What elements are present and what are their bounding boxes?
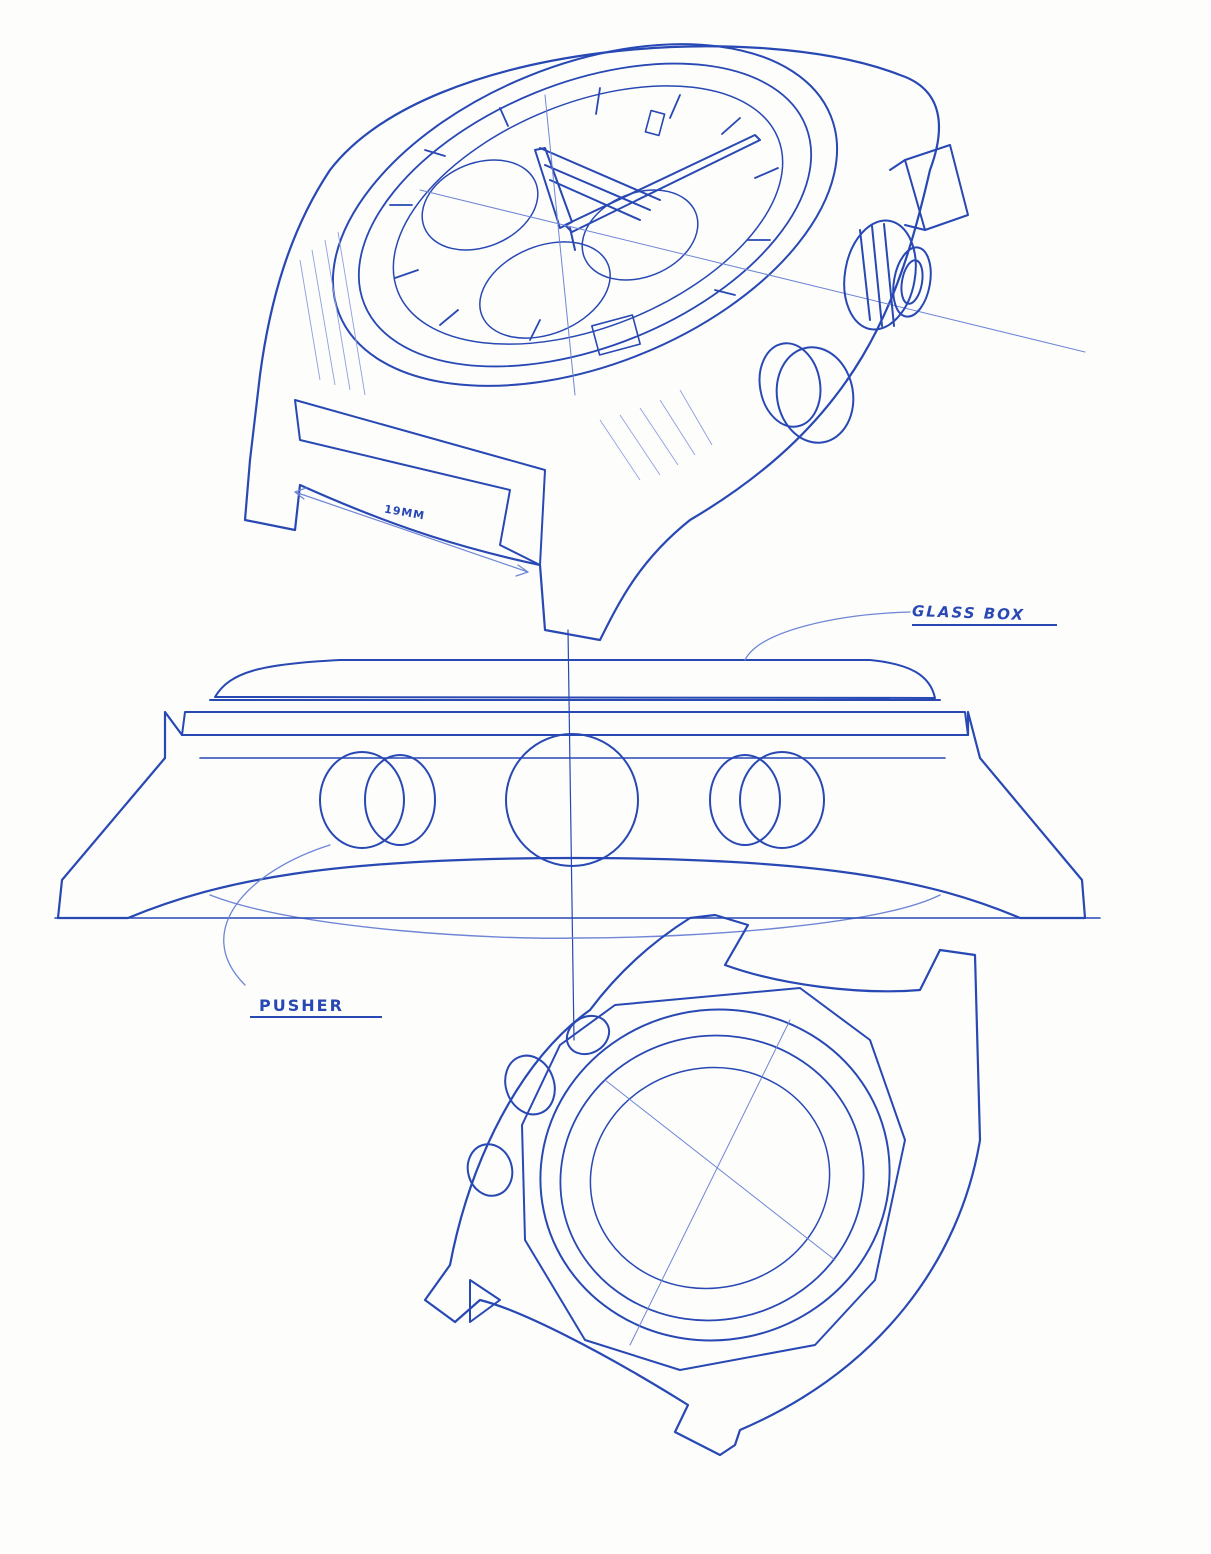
side-pusher-left (319, 751, 436, 849)
lug-width-dimension (294, 487, 529, 577)
subdial-bottom (479, 241, 611, 339)
glass-box-underline (912, 624, 1057, 626)
watch-caseback-view (423, 913, 982, 1457)
watch-perspective-view (243, 43, 1086, 642)
crown (843, 219, 932, 331)
glass-box-shape (214, 659, 936, 699)
side-crown (505, 733, 639, 867)
watch-side-view (54, 611, 1101, 986)
pusher-label: PUSHER (259, 996, 344, 1015)
caseback-pushers (466, 1014, 611, 1197)
twelve-index (644, 109, 666, 137)
glass-box-leader (744, 611, 911, 661)
construction-lines-top (419, 94, 1086, 396)
construction-lines-bottom (604, 1019, 836, 1346)
pusher-top (889, 144, 969, 231)
pusher-leader (223, 844, 331, 986)
pusher-underline (250, 1016, 382, 1018)
subdial-left (421, 159, 539, 251)
watch-hands (534, 134, 761, 251)
side-pusher-right (709, 751, 825, 849)
octagon-bezel (521, 987, 906, 1371)
hour-markers (389, 87, 779, 341)
center-axis (567, 629, 575, 1041)
date-window (591, 314, 641, 356)
pusher-bottom (758, 342, 855, 444)
case-side-hatching (299, 231, 713, 481)
